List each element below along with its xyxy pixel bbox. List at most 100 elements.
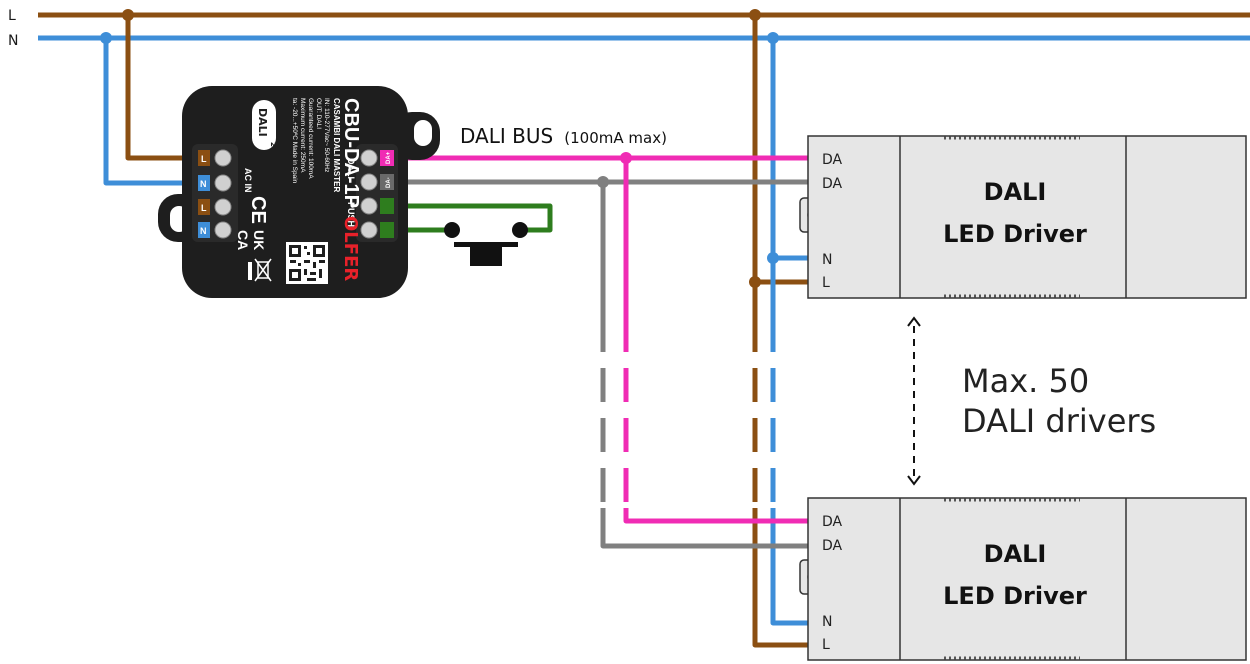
terminal-screw bbox=[214, 149, 232, 167]
push-contact-right bbox=[512, 222, 528, 238]
driver-count-arrow bbox=[907, 316, 921, 486]
module-supply-wires bbox=[103, 15, 202, 186]
driver-title-line1: DALI bbox=[984, 540, 1047, 568]
junction-dot bbox=[122, 9, 134, 21]
module-spec-2: IN: 110-277Vac~ 50-60Hz bbox=[323, 98, 330, 172]
driver-terminal-da-label: DA bbox=[822, 538, 843, 554]
junction-dot bbox=[597, 176, 609, 188]
driver-terminal-da-label: DA bbox=[822, 514, 843, 530]
module-label-block: CBU-DA-1P OLFER CASAMBI DALI MASTER IN: … bbox=[291, 98, 362, 281]
driver-terminal-n-label: N bbox=[822, 252, 832, 268]
module-connector-left bbox=[192, 144, 238, 242]
junction-dots bbox=[100, 9, 779, 288]
driver-terminal-l-label: L bbox=[822, 637, 830, 653]
terminal-l2-tag bbox=[198, 199, 210, 215]
arrow-head-up bbox=[907, 316, 921, 327]
dali-logo-sup: 2 bbox=[269, 142, 277, 147]
svg-text:DALI BUS (100mA max): DALI BUS (100mA max) bbox=[460, 124, 667, 148]
terminal-screw bbox=[214, 174, 232, 192]
terminal-screw bbox=[214, 198, 232, 216]
terminal-push-tag bbox=[380, 198, 394, 214]
module-model: CBU-DA-1P bbox=[340, 98, 362, 208]
push-button-cap bbox=[470, 242, 502, 266]
dali-bus-wires bbox=[392, 155, 808, 549]
terminal-screw bbox=[214, 221, 232, 239]
module-body bbox=[182, 86, 408, 298]
terminal-screw bbox=[360, 173, 378, 191]
neutral-line-label: N bbox=[8, 33, 18, 49]
module-spec-4: Guaranteed current: 100mA bbox=[307, 98, 314, 179]
terminal-screw bbox=[360, 149, 378, 167]
driver-title-line1: DALI bbox=[984, 178, 1047, 206]
module-spec-1: CASAMBI DALI MASTER bbox=[332, 98, 341, 192]
junction-dot bbox=[767, 32, 779, 44]
ac-in-terminals: L N L N bbox=[198, 149, 232, 239]
terminal-da-plus-label: DA+ bbox=[386, 151, 392, 164]
weee-bar bbox=[248, 262, 252, 280]
terminal-da-minus-label: DA- bbox=[386, 177, 392, 188]
driver2-dali-minus-wire bbox=[600, 508, 808, 549]
module-live-wire bbox=[125, 15, 202, 161]
junction-dot bbox=[749, 9, 761, 21]
terminal-l2-label: L bbox=[201, 203, 207, 213]
driver-supply-wires bbox=[752, 15, 808, 648]
terminal-n-tag bbox=[198, 175, 210, 191]
ukca-mark-uk: UK bbox=[251, 230, 267, 250]
terminal-l-label: L bbox=[201, 154, 207, 164]
dali-logo: DALI 2 bbox=[252, 100, 277, 150]
terminal-push-tag bbox=[380, 222, 394, 238]
driver1-live-wire bbox=[752, 15, 808, 285]
live-line-label: L bbox=[8, 8, 16, 24]
terminal-da-minus-tag bbox=[380, 174, 394, 190]
terminal-screw bbox=[360, 197, 378, 215]
push-contact-left bbox=[444, 222, 460, 238]
driver-terminal-n-label: N bbox=[822, 614, 832, 630]
dali-bus-label: DALI BUS (100mA max) bbox=[460, 124, 667, 148]
terminal-da-plus-tag bbox=[380, 150, 394, 166]
driver-terminal-da-label: DA bbox=[822, 152, 843, 168]
terminal-l-tag bbox=[198, 150, 210, 166]
junction-dot bbox=[749, 276, 761, 288]
module-spec-6: ta: -20...+50ºC Made in Spain bbox=[291, 98, 298, 184]
ce-mark: CE bbox=[247, 196, 269, 224]
driver2-live-wire bbox=[752, 508, 808, 648]
casambi-module: L N L N DA+ DA- AC IN DALI bbox=[158, 86, 440, 298]
arrow-head-down bbox=[907, 475, 921, 486]
mains-lines: L N bbox=[8, 8, 1250, 49]
terminal-n2-tag bbox=[198, 222, 210, 238]
push-group-label: PUSH bbox=[346, 202, 356, 227]
module-spec-5: Maximum current: 250mA bbox=[299, 98, 306, 173]
driver-terminal-da-label: DA bbox=[822, 176, 843, 192]
max-drivers-line1: Max. 50 bbox=[962, 362, 1089, 400]
module-neutral-wire bbox=[103, 38, 202, 186]
terminal-n2-label: N bbox=[200, 226, 207, 236]
terminal-screw bbox=[360, 221, 378, 239]
qr-code-icon bbox=[286, 242, 328, 284]
junction-dot bbox=[620, 152, 632, 164]
driver-title-line2: LED Driver bbox=[943, 220, 1087, 248]
ukca-mark-ca: CA bbox=[235, 230, 251, 250]
dali-bus-title: DALI BUS bbox=[460, 124, 553, 148]
dali-bus-note: (100mA max) bbox=[564, 129, 667, 147]
dali-push-terminals: DA+ DA- bbox=[360, 149, 394, 239]
driver2-dali-plus-wire bbox=[623, 508, 808, 524]
dali-led-driver: DA DA NL DALI LED Driver bbox=[799, 135, 1247, 299]
driver-terminal-l-label: L bbox=[822, 275, 830, 291]
junction-dot bbox=[767, 252, 779, 264]
driver-body bbox=[807, 497, 1247, 661]
terminal-n-label: N bbox=[200, 179, 207, 189]
weee-bin-icon bbox=[254, 258, 272, 282]
driver-body bbox=[807, 135, 1247, 299]
max-drivers-line2: DALI drivers bbox=[962, 402, 1156, 440]
junction-dot bbox=[100, 32, 112, 44]
dali-logo-text: DALI bbox=[256, 108, 269, 137]
ac-in-group-label: AC IN bbox=[243, 168, 253, 193]
module-connector-right bbox=[356, 144, 398, 242]
module-brand: OLFER bbox=[340, 216, 361, 281]
module-spec-3: OUT: DALI bbox=[315, 98, 322, 129]
push-button-circuit bbox=[392, 203, 553, 266]
dali-group-label: DALI bbox=[346, 158, 356, 179]
